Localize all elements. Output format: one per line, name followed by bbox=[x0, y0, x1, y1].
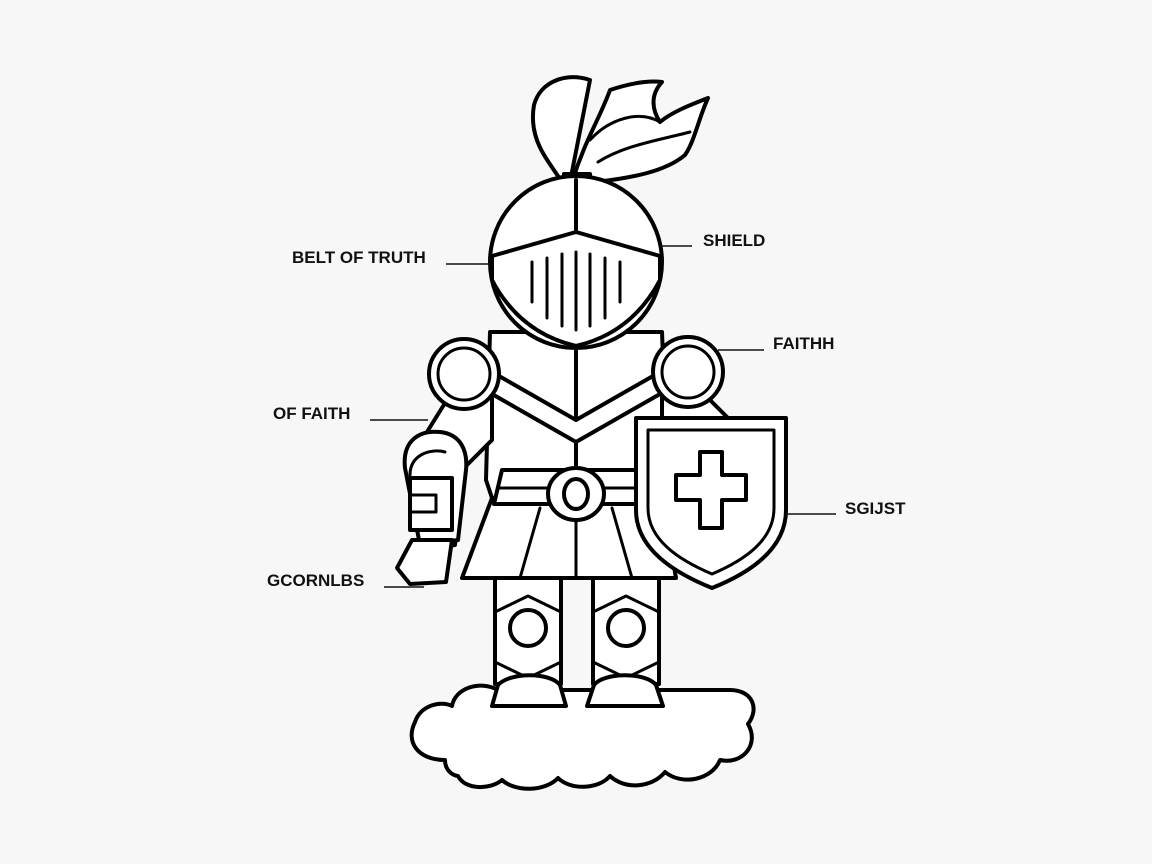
label-of-faith: OF FAITH bbox=[273, 404, 350, 423]
label-belt-of-truth: BELT OF TRUTH bbox=[292, 248, 426, 267]
left-leg bbox=[490, 576, 568, 708]
cloud bbox=[409, 683, 756, 791]
label-gcornlbs: GCORNLBS bbox=[267, 571, 364, 590]
left-arm bbox=[395, 337, 501, 586]
right-leg bbox=[585, 576, 665, 708]
label-sgijst: SGIJST bbox=[845, 499, 906, 518]
label-faithh: FAITHH bbox=[773, 334, 834, 353]
label-shield: SHIELD bbox=[703, 231, 765, 250]
shield-icon bbox=[634, 416, 788, 590]
helmet bbox=[488, 174, 664, 350]
plume bbox=[530, 75, 710, 190]
